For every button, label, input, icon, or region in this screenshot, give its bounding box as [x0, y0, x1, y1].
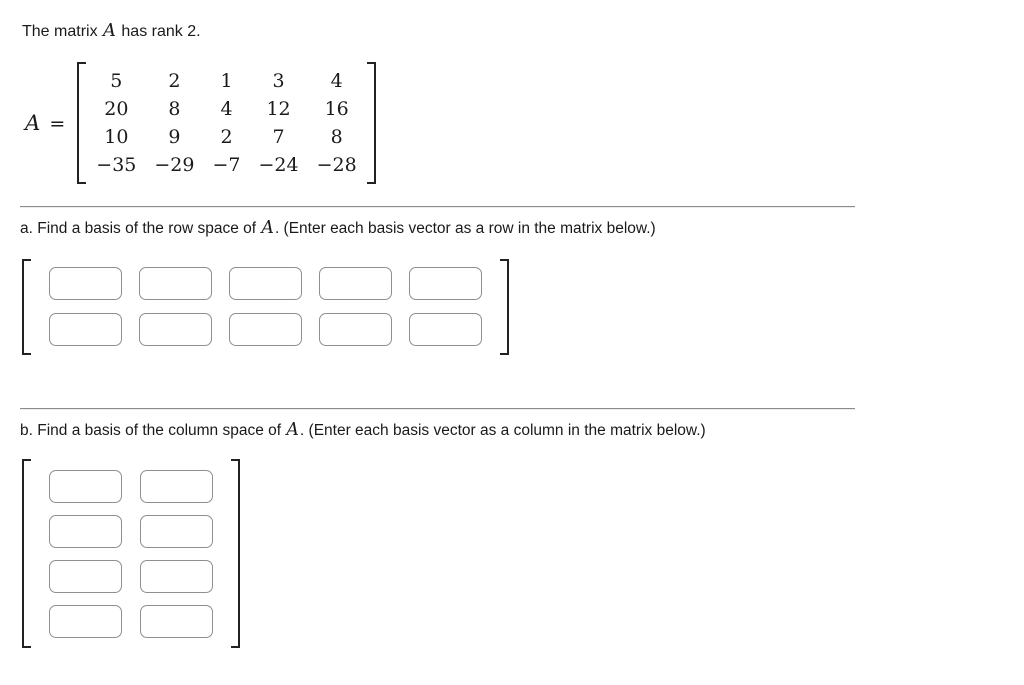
- matrix-variable: A: [261, 218, 274, 238]
- matrix-a-entry: −7: [212, 154, 241, 176]
- matrix-a-entry: 9: [168, 126, 181, 148]
- column-space-answer-matrix: [22, 459, 240, 648]
- column-space-answer-input[interactable]: [140, 605, 213, 638]
- matrix-a-body: 5 2 1 3 4 20 8 4 12 16 10 9 2 7 8 −35 −29 −7 −24 −28: [77, 62, 376, 184]
- matrix-a-entry: 5: [110, 70, 123, 92]
- column-space-answer-input[interactable]: [140, 560, 213, 593]
- part-b-question: b. Find a basis of the column space of A…: [20, 420, 706, 441]
- matrix-a-entry: 7: [272, 126, 285, 148]
- matrix-variable: A: [25, 110, 41, 136]
- row-space-answer-input[interactable]: [229, 313, 302, 346]
- matrix-a-entry: 4: [220, 98, 233, 120]
- column-space-answer-input[interactable]: [140, 515, 213, 548]
- row-space-answer-input[interactable]: [319, 313, 392, 346]
- column-space-answer-input[interactable]: [49, 470, 122, 503]
- matrix-variable: A: [103, 20, 116, 41]
- matrix-a-entry: 10: [104, 126, 129, 148]
- statement-prefix: The matrix: [22, 23, 103, 40]
- row-space-answer-input[interactable]: [139, 267, 212, 300]
- equals-sign: =: [49, 112, 66, 135]
- matrix-a-entry: −29: [154, 154, 195, 176]
- matrix-a-entries: 5 2 1 3 4 20 8 4 12 16 10 9 2 7 8 −35 −29 −7 −24 −28: [86, 62, 366, 184]
- column-space-answer-input[interactable]: [49, 515, 122, 548]
- matrix-variable: A: [286, 420, 299, 440]
- left-bracket: [22, 459, 31, 648]
- row-space-answer-input[interactable]: [49, 313, 122, 346]
- matrix-a-entry: 1: [220, 70, 233, 92]
- row-space-answer-input[interactable]: [319, 267, 392, 300]
- matrix-a-entry: 20: [104, 98, 129, 120]
- matrix-a-equation-label: A=: [24, 111, 65, 136]
- right-bracket: [500, 259, 509, 355]
- problem-statement: The matrix A has rank 2.: [22, 21, 201, 42]
- left-bracket: [77, 62, 87, 184]
- part-b-suffix: . (Enter each basis vector as a column i…: [299, 422, 706, 439]
- row-space-answer-input[interactable]: [229, 267, 302, 300]
- part-a-question: a. Find a basis of the row space of A. (…: [20, 218, 656, 239]
- matrix-a-entry: 2: [220, 126, 233, 148]
- right-bracket: [231, 459, 240, 648]
- matrix-a-entry: 4: [330, 70, 343, 92]
- part-a-prefix: a. Find a basis of the row space of: [20, 220, 261, 237]
- matrix-a-entry: 3: [272, 70, 285, 92]
- matrix-a-entry: 12: [266, 98, 291, 120]
- section-divider: [20, 206, 855, 208]
- row-space-answer-grid: [31, 259, 500, 355]
- matrix-a-entry: −28: [316, 154, 357, 176]
- row-space-answer-input[interactable]: [409, 313, 482, 346]
- part-a-suffix: . (Enter each basis vector as a row in t…: [274, 220, 656, 237]
- row-space-answer-matrix: [22, 259, 509, 355]
- row-space-answer-input[interactable]: [139, 313, 212, 346]
- matrix-a-entry: −24: [258, 154, 299, 176]
- section-divider: [20, 408, 855, 410]
- statement-suffix: has rank 2.: [116, 23, 201, 40]
- matrix-a-entry: −35: [96, 154, 137, 176]
- matrix-a-entry: 8: [168, 98, 181, 120]
- column-space-answer-input[interactable]: [49, 605, 122, 638]
- column-space-answer-input[interactable]: [140, 470, 213, 503]
- left-bracket: [22, 259, 31, 355]
- row-space-answer-input[interactable]: [49, 267, 122, 300]
- matrix-a-entry: 2: [168, 70, 181, 92]
- right-bracket: [366, 62, 376, 184]
- row-space-answer-input[interactable]: [409, 267, 482, 300]
- column-space-answer-input[interactable]: [49, 560, 122, 593]
- matrix-a-entry: 8: [330, 126, 343, 148]
- column-space-answer-grid: [31, 459, 231, 648]
- part-b-prefix: b. Find a basis of the column space of: [20, 422, 286, 439]
- matrix-a-entry: 16: [324, 98, 349, 120]
